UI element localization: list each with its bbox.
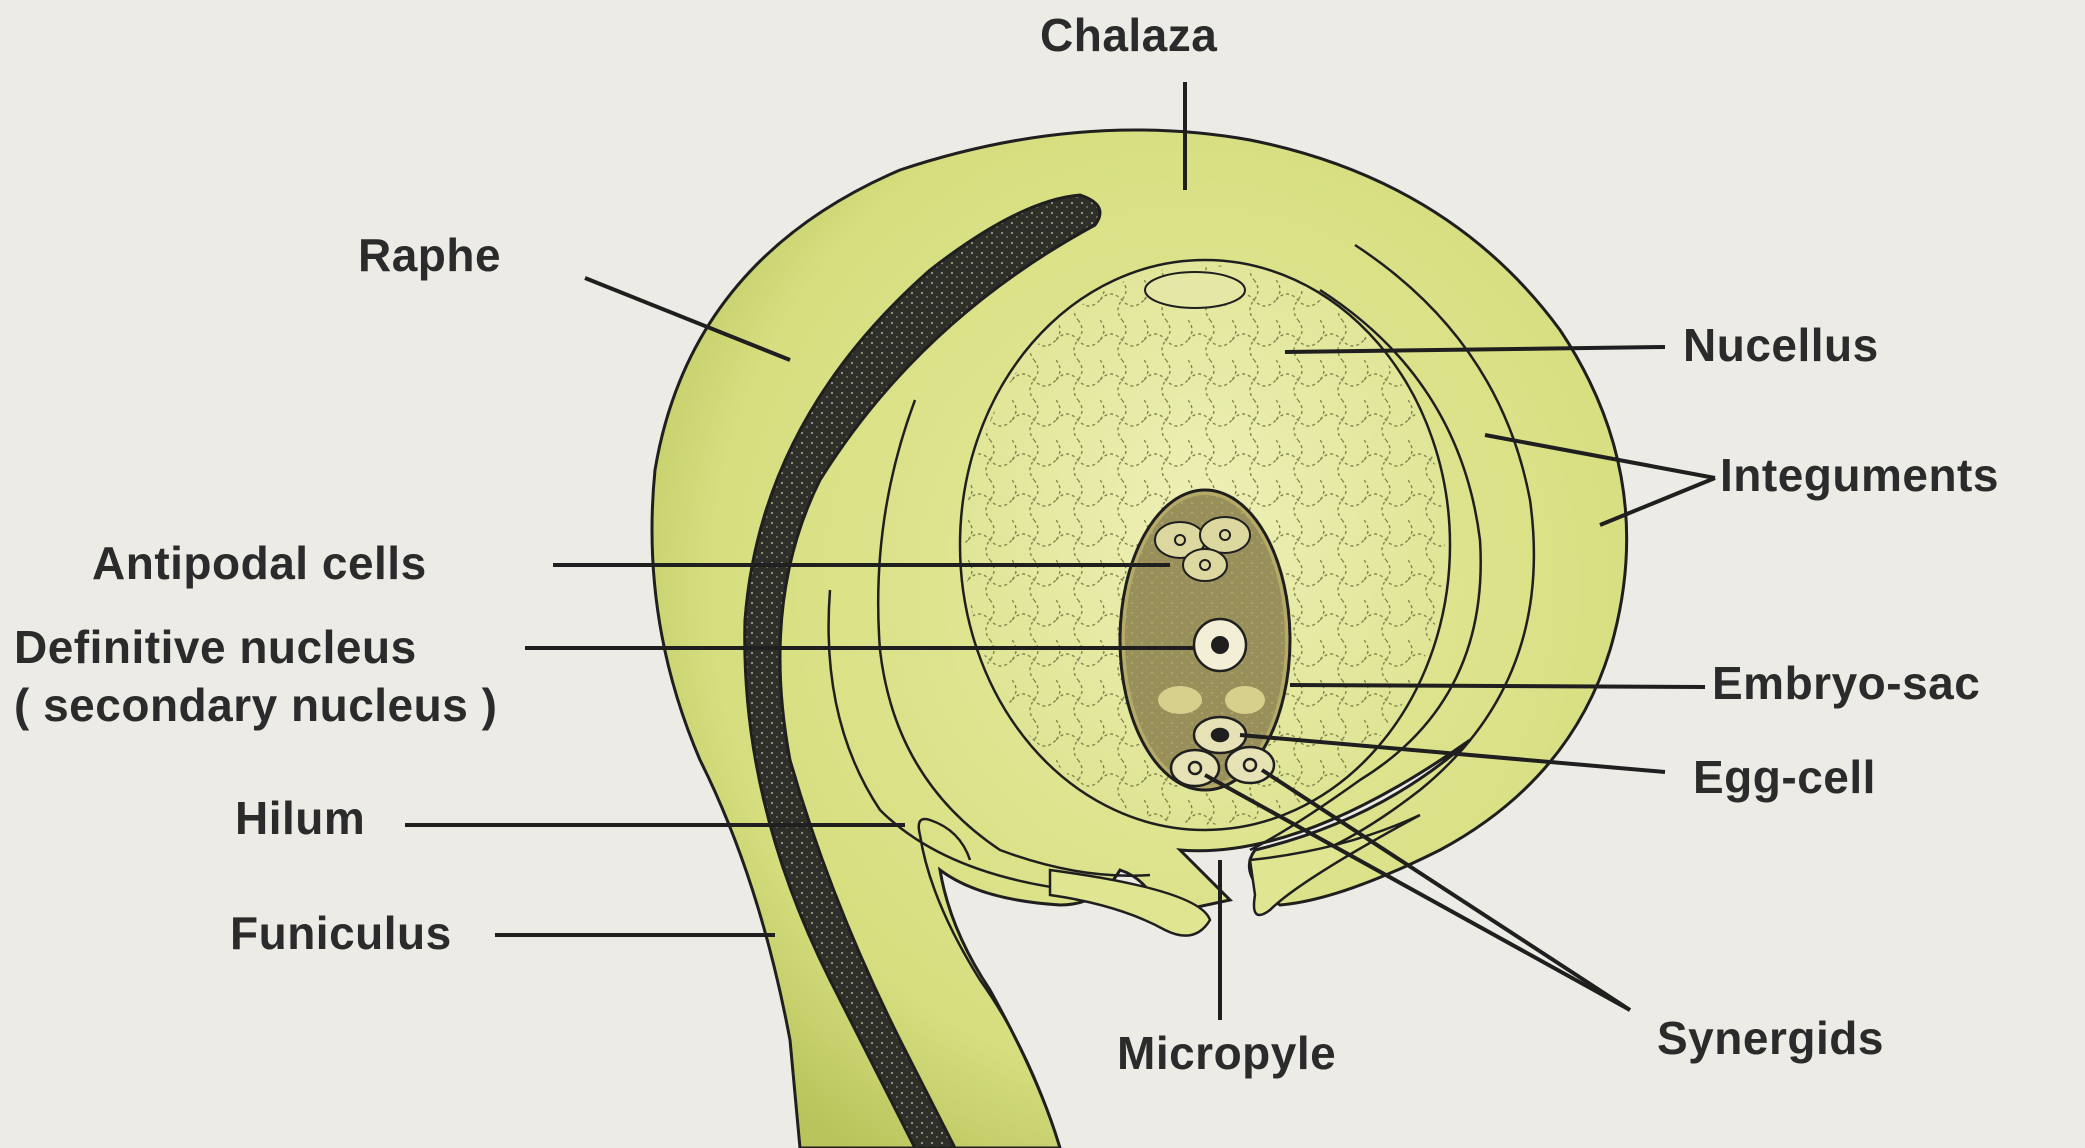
nucellus-apex — [1145, 272, 1245, 308]
leader-embryo-sac — [1290, 685, 1705, 687]
label-chalaza: Chalaza — [1040, 12, 1217, 58]
label-micropyle: Micropyle — [1117, 1030, 1336, 1076]
definitive-nucleus — [1194, 619, 1246, 671]
label-nucellus: Nucellus — [1683, 322, 1879, 368]
label-definitive-nucleus: Definitive nucleus — [14, 624, 417, 670]
label-funiculus: Funiculus — [230, 910, 452, 956]
label-hilum: Hilum — [235, 795, 365, 841]
embryo-sac-vacuole-1 — [1158, 686, 1202, 714]
label-synergids: Synergids — [1657, 1015, 1884, 1061]
label-egg-cell: Egg-cell — [1693, 754, 1876, 800]
label-raphe: Raphe — [358, 232, 501, 278]
label-antipodal-cells: Antipodal cells — [92, 540, 427, 586]
label-embryo-sac: Embryo-sac — [1712, 660, 1980, 706]
embryo-sac-vacuole-2 — [1225, 686, 1265, 714]
synergid-right — [1226, 747, 1274, 783]
label-integuments: Integuments — [1720, 452, 1999, 498]
label-secondary-nucleus: ( secondary nucleus ) — [14, 682, 497, 728]
